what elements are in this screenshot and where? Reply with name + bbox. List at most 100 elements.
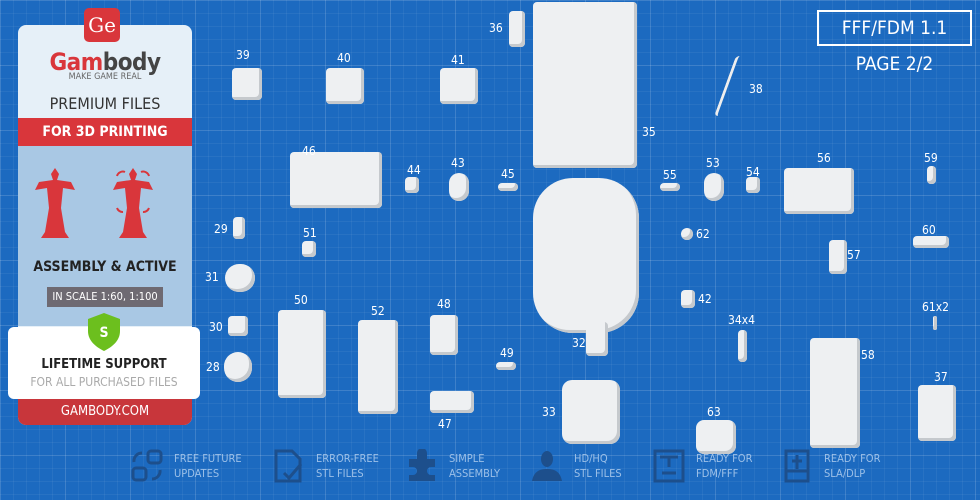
part [449, 173, 469, 201]
part [829, 240, 847, 274]
part-label: 33 [542, 405, 556, 419]
part-label: 42 [698, 292, 712, 306]
feature-line1: HD/HQ [574, 452, 608, 465]
feature-assembly: SIMPLE ASSEMBLY [405, 448, 500, 484]
refresh-icon [131, 449, 163, 482]
part-label: 32 [572, 336, 586, 350]
feature-line2: STL FILES [316, 467, 364, 480]
part [913, 236, 949, 248]
part-label: 47 [438, 417, 452, 431]
part-label: 50 [294, 293, 308, 307]
part-label: 45 [501, 167, 515, 181]
part [738, 330, 747, 362]
part [290, 152, 382, 208]
part [440, 68, 478, 104]
part-label: 28 [206, 360, 220, 374]
part-label: 49 [500, 346, 514, 360]
part-label: 52 [371, 304, 385, 318]
feature-line1: FREE FUTURE [174, 452, 242, 465]
part-label: 30 [209, 320, 223, 334]
part [586, 322, 608, 356]
feature-line1: READY FOR [696, 452, 753, 465]
part-label: 60 [922, 223, 936, 237]
support-subtitle: FOR ALL PURCHASED FILES [30, 375, 178, 389]
part [933, 316, 937, 330]
part [681, 228, 693, 240]
part-label: 56 [817, 151, 831, 165]
support-title: LIFETIME SUPPORT [41, 357, 167, 372]
part [533, 2, 637, 168]
static-figure-icon [35, 168, 75, 238]
part-label: 44 [407, 163, 421, 177]
file-check-icon [274, 449, 303, 483]
part-label: 54 [746, 165, 760, 179]
part [228, 316, 248, 336]
part [278, 310, 326, 398]
part [918, 385, 956, 441]
brand-name: Gambody [18, 48, 192, 76]
assembly-active: ASSEMBLY & ACTIVE [33, 259, 177, 275]
format-badge: FFF/FDM 1.1 [817, 10, 972, 46]
premium-files: PREMIUM FILES [49, 94, 161, 113]
part-label: 36 [489, 21, 503, 35]
part-label: 40 [337, 51, 351, 65]
feature-updates: FREE FUTURE UPDATES [130, 448, 242, 484]
feature-line2: UPDATES [174, 467, 220, 480]
tagline: MAKE GAME REAL [68, 72, 142, 82]
part-label: 48 [437, 297, 451, 311]
sla-printer-icon [784, 449, 810, 483]
for-3d-printing: FOR 3D PRINTING [18, 118, 192, 146]
part [746, 177, 760, 193]
part-label: 34x4 [728, 313, 755, 327]
part [224, 352, 252, 382]
articulated-figure-icon [113, 168, 153, 238]
part-label: 35 [642, 125, 656, 139]
part-label: 41 [451, 53, 465, 67]
feature-fdm: READY FOR FDM/FFF [652, 448, 752, 484]
part [704, 173, 724, 201]
part [784, 168, 854, 214]
part-label: 31 [205, 270, 219, 284]
feature-line2: SLA/DLP [824, 467, 866, 480]
scale-label: IN SCALE 1:60, 1:100 [47, 287, 163, 307]
site-link[interactable]: GAMBODY.COM [18, 399, 192, 425]
part [681, 290, 695, 308]
feature-line2: STL FILES [574, 467, 622, 480]
part [927, 166, 936, 184]
part-label: 57 [847, 248, 861, 262]
gambody-logo: Ge [84, 8, 120, 42]
part-label: 63 [707, 405, 721, 419]
part-label: 53 [706, 156, 720, 170]
part-label: 38 [749, 82, 763, 96]
feature-line1: SIMPLE [449, 452, 485, 465]
puzzle-icon [409, 449, 435, 481]
feature-error-free: ERROR-FREE STL FILES [272, 448, 379, 484]
brand-red: Gam [49, 48, 103, 76]
part [358, 320, 398, 414]
part [430, 315, 458, 355]
part [509, 11, 525, 47]
part-label: 46 [302, 144, 316, 158]
part-label: 39 [236, 48, 250, 62]
part-label: 55 [663, 168, 677, 182]
part [225, 264, 255, 292]
svg-text:S: S [99, 325, 108, 341]
part-label: 43 [451, 156, 465, 170]
feature-line2: FDM/FFF [696, 467, 739, 480]
part-label: 59 [924, 151, 938, 165]
page-indicator: PAGE 2/2 [855, 53, 934, 75]
part [430, 391, 474, 413]
part-label: 62 [696, 227, 710, 241]
feature-line2: ASSEMBLY [449, 467, 501, 480]
part-label: 51 [303, 226, 317, 240]
part [660, 183, 680, 191]
part [302, 241, 316, 257]
bust-icon [532, 451, 562, 481]
part [498, 183, 518, 191]
part-label: 61x2 [922, 300, 949, 314]
feature-line1: ERROR-FREE [316, 452, 379, 465]
part [533, 178, 639, 333]
part [232, 68, 262, 100]
